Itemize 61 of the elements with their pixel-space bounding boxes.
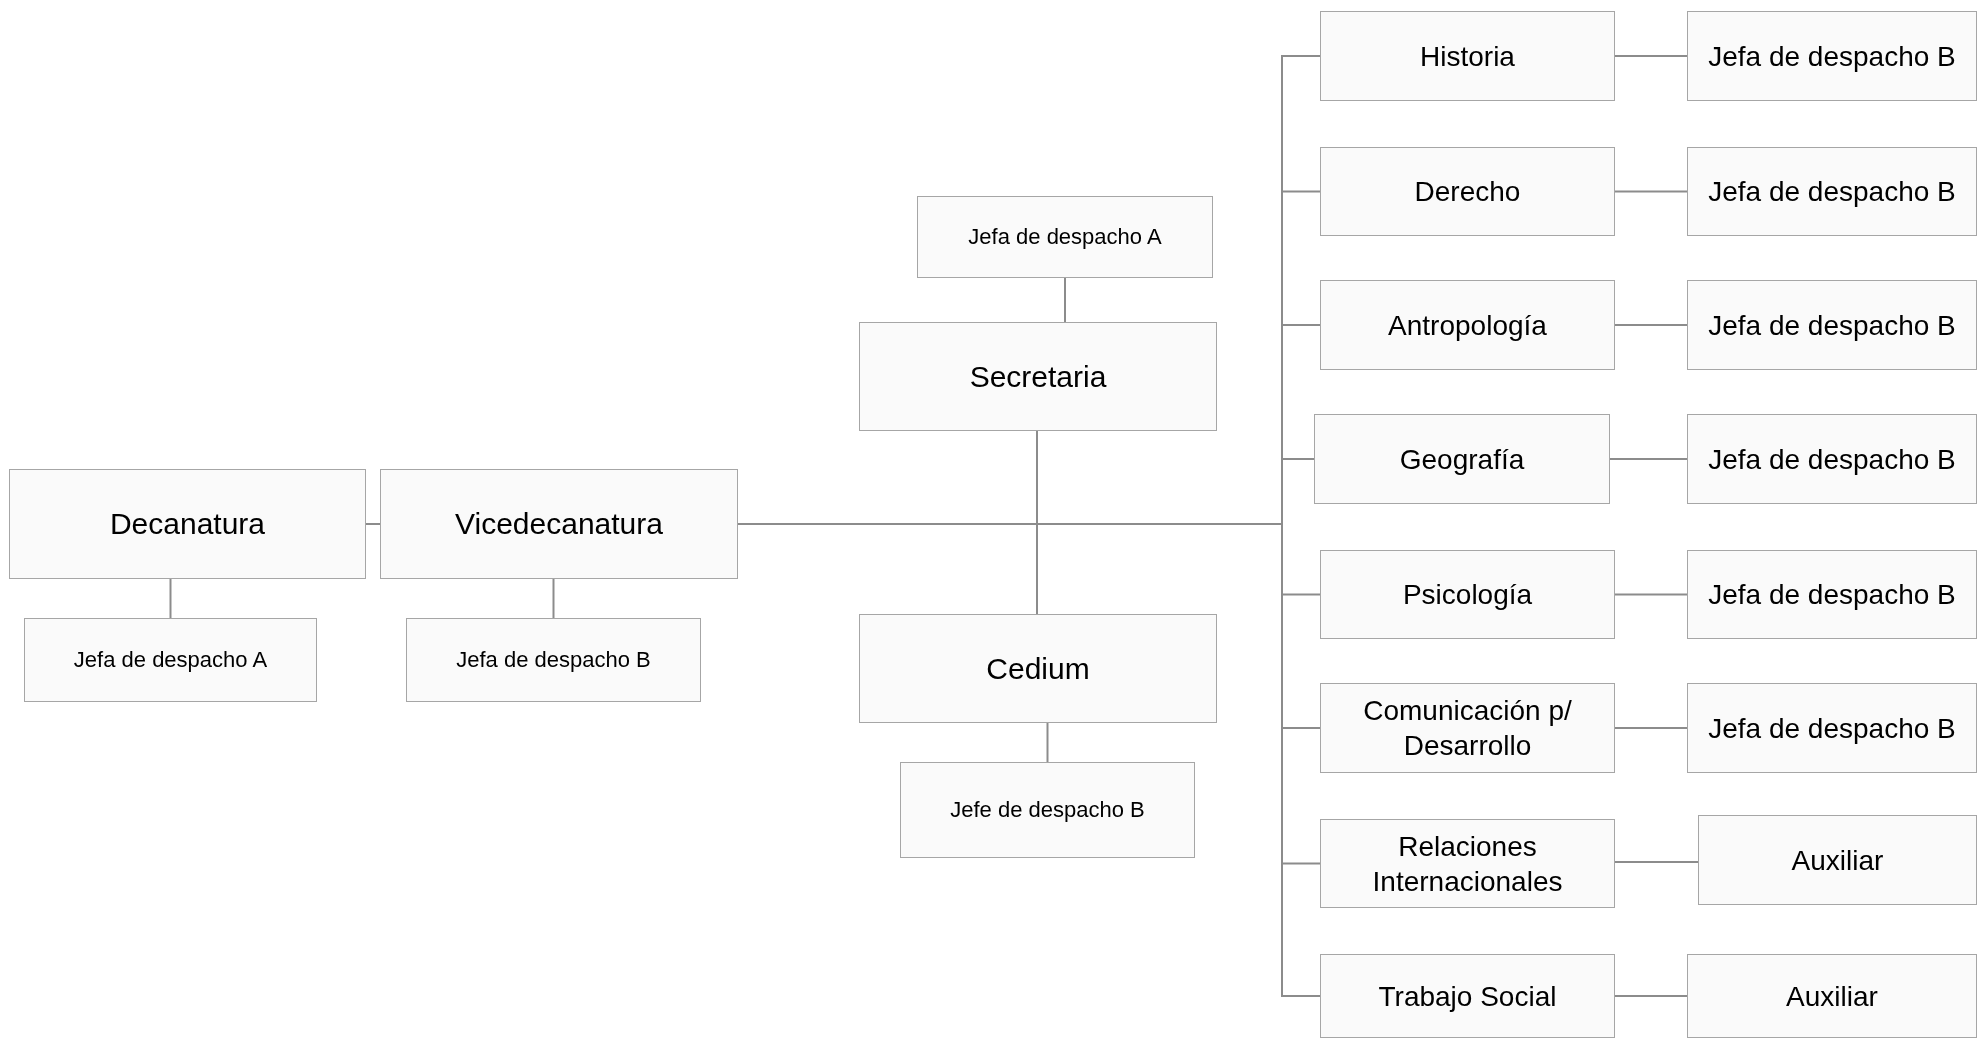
org-box (1687, 280, 1977, 370)
box-label: Auxiliar (1786, 979, 1878, 1014)
box-label: Cedium (986, 650, 1090, 687)
org-box (1320, 683, 1615, 773)
org-box (1687, 414, 1977, 504)
org-box (1687, 550, 1977, 639)
box-label: Jefa de despacho B (1708, 442, 1956, 477)
box-label: Geografía (1399, 442, 1525, 477)
org-box (1320, 280, 1615, 370)
org-box (859, 614, 1217, 723)
org-box (1687, 954, 1977, 1038)
box-label: Comunicación p/ Desarrollo (1362, 694, 1573, 763)
box-label: Antropología (1388, 308, 1547, 343)
box-label: Jefa de despacho A (73, 646, 268, 674)
org-box (1320, 11, 1615, 101)
connector-line (1046, 722, 1049, 763)
connector-line (552, 578, 555, 619)
box-label: Jefa de despacho B (1708, 578, 1956, 612)
connector-line (1614, 324, 1688, 326)
connector-line (1614, 727, 1688, 729)
box-label: Trabajo Social (1378, 979, 1557, 1014)
connector-line (1614, 995, 1688, 997)
box-label: Jefa de despacho B (1708, 711, 1956, 746)
connector-line (1614, 593, 1688, 596)
box-label: Relaciones Internacionales (1371, 829, 1564, 899)
org-box (1314, 414, 1610, 504)
connector-line (1614, 190, 1688, 193)
box-label: Decanatura (109, 506, 266, 543)
org-box (900, 762, 1195, 858)
org-box (1687, 147, 1977, 236)
connector-line (365, 523, 381, 525)
box-label: Jefa de despacho B (456, 646, 651, 674)
connector-line (1614, 861, 1699, 863)
box-label: Vicedecanatura (455, 506, 663, 543)
org-box (917, 196, 1213, 278)
org-box (24, 618, 317, 702)
box-label: Jefa de despacho A (968, 223, 1162, 251)
connector-line (1614, 55, 1688, 57)
org-box (406, 618, 701, 702)
org-box (380, 469, 738, 579)
org-box (1320, 147, 1615, 236)
org-box (1698, 815, 1977, 905)
org-box (1320, 954, 1615, 1038)
box-label: Auxiliar (1791, 843, 1884, 878)
org-box (859, 322, 1217, 431)
org-box (9, 469, 366, 579)
connector-line (169, 578, 172, 619)
box-label: Historia (1420, 39, 1515, 74)
connector-line (1064, 277, 1066, 323)
box-label: Jefe de despacho B (950, 796, 1145, 824)
box-label: Secretaria (969, 358, 1107, 395)
box-label: Jefa de despacho B (1708, 39, 1956, 74)
connector-line (1609, 458, 1688, 460)
org-box (1320, 819, 1615, 908)
org-box (1687, 683, 1977, 773)
box-label: Jefa de despacho B (1708, 175, 1956, 209)
box-label: Jefa de despacho B (1708, 308, 1956, 343)
org-box (1320, 550, 1615, 639)
org-box (1687, 11, 1977, 101)
box-label: Psicología (1402, 578, 1533, 612)
box-label: Derecho (1414, 175, 1521, 209)
